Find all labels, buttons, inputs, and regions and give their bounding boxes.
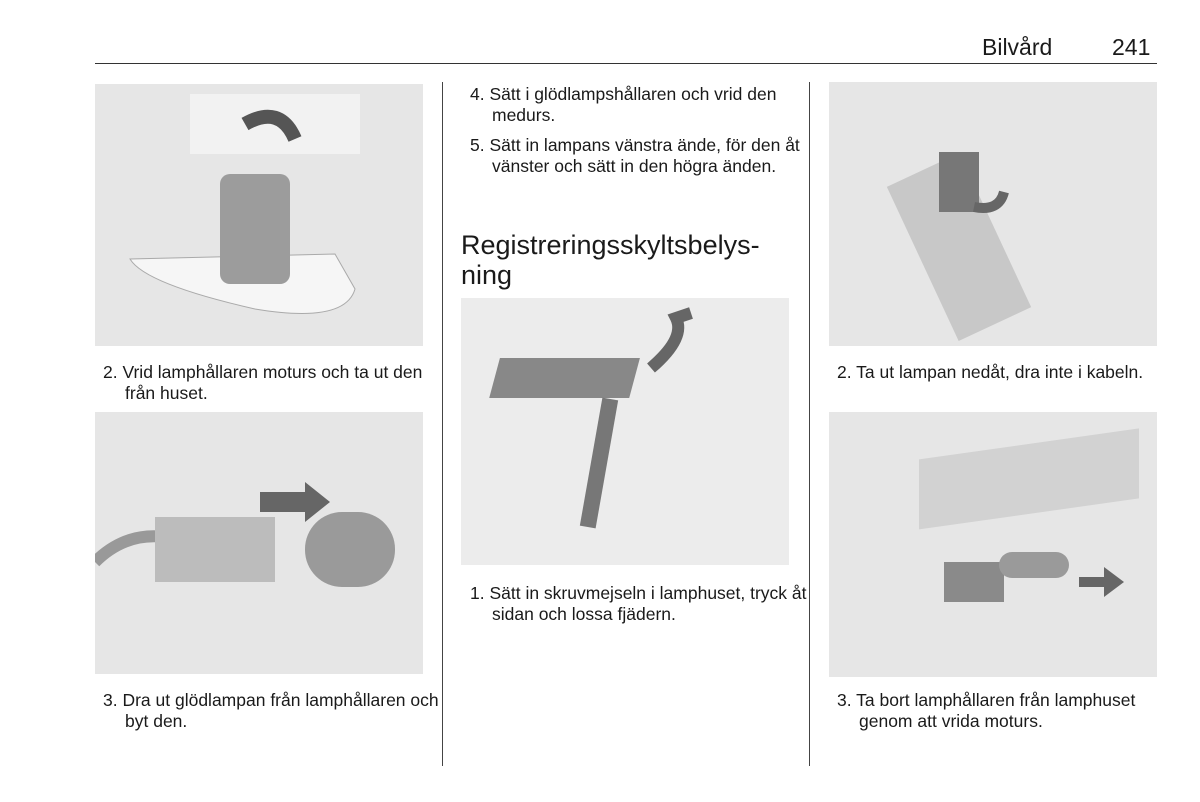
instruction-step: 3. Ta bort lamphållaren från lamphu­set … <box>837 690 1136 731</box>
lamp-unit-illustration <box>829 82 1157 346</box>
lamp-holder-illustration <box>95 84 423 346</box>
instruction-step: 2. Vrid lamphållaren moturs och ta ut de… <box>103 362 423 403</box>
section-heading: Registreringsskyltsbelys­ning <box>461 230 760 290</box>
header-rule <box>95 63 1157 64</box>
instruction-step: 3. Dra ut glödlampan från lamphål­laren … <box>103 690 439 731</box>
column-divider <box>809 82 810 766</box>
instruction-step: 4. Sätt i glödlampshållaren och vrid den… <box>470 84 777 125</box>
bulb-holder-illustration <box>829 412 1157 677</box>
page-number: 241 <box>1112 34 1151 60</box>
screwdriver-illustration <box>461 298 789 565</box>
section-title: Bilvård <box>982 34 1053 60</box>
column-divider <box>442 82 443 766</box>
bulb-removal-illustration <box>95 412 423 674</box>
instruction-step: 1. Sätt in skruvmejseln i lamphuset, try… <box>470 583 807 624</box>
instruction-step: 2. Ta ut lampan nedåt, dra inte i ka­bel… <box>837 362 1144 382</box>
instruction-step: 5. Sätt in lampans vänstra ände, för den… <box>470 135 800 176</box>
